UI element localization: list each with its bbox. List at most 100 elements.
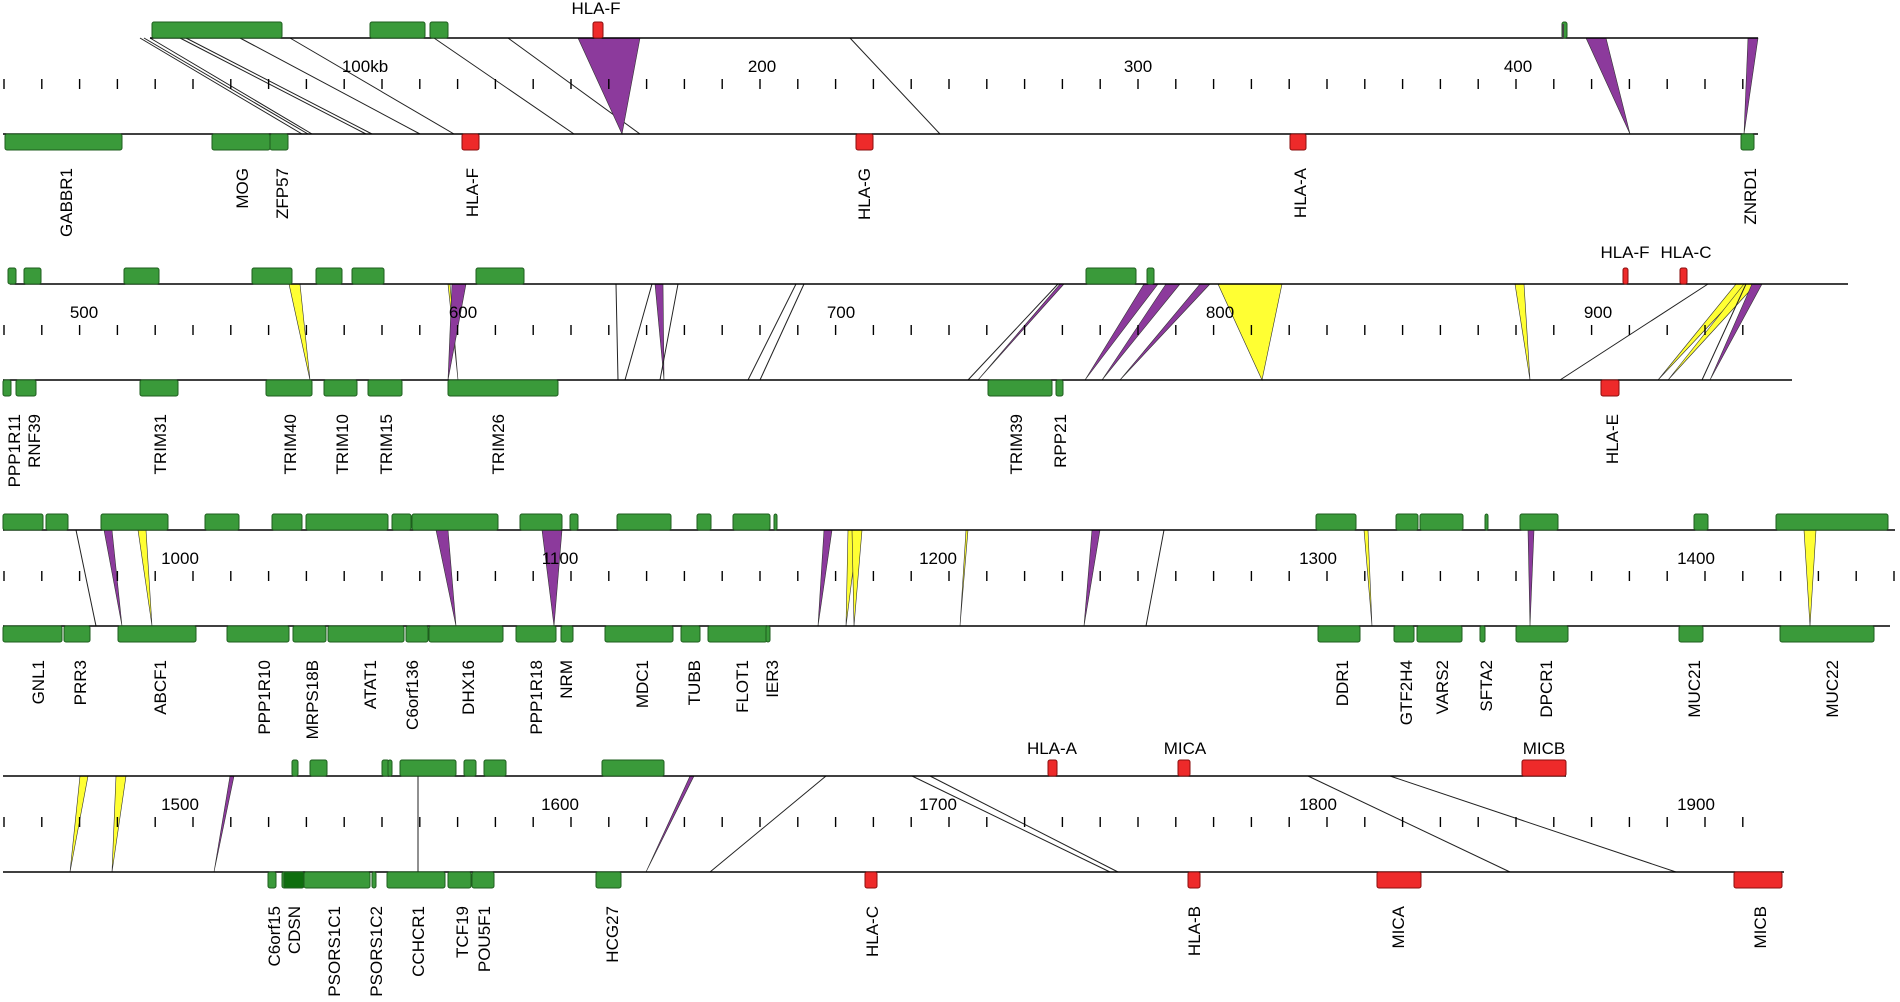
- top-gene-label: HLA-C: [1660, 243, 1711, 262]
- bottom-gene-block: [707, 625, 768, 643]
- bottom-gene-label: GTF2H4: [1397, 660, 1416, 725]
- bottom-gene-block: [428, 625, 504, 643]
- top-gene-block: [45, 513, 69, 531]
- yellow-alignment: [959, 529, 969, 627]
- top-gene-block: [696, 513, 712, 531]
- bottom-gene-block: [15, 379, 37, 397]
- bottom-gene-label: GABBR1: [57, 168, 76, 237]
- bottom-hla-block: [864, 871, 878, 889]
- bottom-gene-label: ABCF1: [151, 660, 170, 715]
- bottom-gene-label: HLA-E: [1603, 414, 1622, 464]
- bottom-gene-label: DHX16: [459, 660, 478, 715]
- bottom-gene-block: [265, 379, 313, 397]
- bottom-gene-label: SFTA2: [1477, 660, 1496, 712]
- ruler-tick-label: 1100: [542, 549, 579, 568]
- top-gene-block: [351, 267, 385, 285]
- alignment-link: [659, 283, 679, 381]
- ruler-tick-label: 1500: [161, 795, 199, 814]
- bottom-gene-label: RPP21: [1051, 414, 1070, 468]
- top-gene-block: [616, 513, 672, 531]
- bottom-gene-block: [117, 625, 197, 643]
- bottom-gene-label: MRPS18B: [303, 660, 322, 739]
- bottom-gene-block: [303, 871, 371, 889]
- top-gene-block: [773, 513, 778, 531]
- top-gene-block: [463, 759, 477, 777]
- yellow-alignment: [1514, 283, 1531, 381]
- bottom-gene-block: [323, 379, 358, 397]
- ruler-tick-label: 1800: [1299, 795, 1337, 814]
- bottom-gene-block: [1055, 379, 1064, 397]
- top-gene-block: [387, 759, 393, 777]
- bottom-gene-block: [515, 625, 557, 643]
- top-gene-block: [271, 513, 303, 531]
- top-gene-block: [315, 267, 343, 285]
- bottom-gene-block: [2, 379, 12, 397]
- bottom-gene-block: [269, 133, 289, 151]
- bottom-gene-label: GNL1: [29, 660, 48, 704]
- ruler-tick-label: 200: [748, 57, 776, 76]
- top-gene-block: [291, 759, 299, 777]
- bottom-gene-block: [211, 133, 271, 151]
- inverted-alignment: [1527, 529, 1535, 627]
- bottom-gene-block: [1479, 625, 1486, 643]
- alignment-link: [433, 37, 575, 135]
- top-gene-block: [601, 759, 665, 777]
- inverted-alignment: [1084, 283, 1159, 381]
- bottom-gene-label: MDC1: [633, 660, 652, 708]
- bottom-hla-block: [1376, 871, 1422, 889]
- inverted-alignment: [103, 529, 123, 627]
- bottom-gene-block: [386, 871, 446, 889]
- top-gene-block: [1315, 513, 1357, 531]
- bottom-gene-label: MOG: [233, 168, 252, 209]
- alignment-link: [143, 37, 309, 135]
- top-gene-block: [411, 513, 499, 531]
- ruler-tick-label: 1300: [1299, 549, 1337, 568]
- bottom-gene-label: HCG27: [603, 906, 622, 963]
- ruler-tick-label: 500: [70, 303, 98, 322]
- top-gene-block: [732, 513, 771, 531]
- top-gene-label: HLA-A: [1027, 739, 1078, 758]
- bottom-gene-block: [327, 625, 405, 643]
- bottom-gene-label: PPP1R10: [255, 660, 274, 735]
- top-hla-block: [1521, 759, 1567, 777]
- bottom-gene-block: [471, 871, 495, 889]
- bottom-gene-label: ZNRD1: [1741, 168, 1760, 225]
- top-gene-block: [151, 21, 283, 39]
- top-gene-label: HLA-F: [571, 0, 620, 18]
- alignment-link: [179, 37, 367, 135]
- top-gene-block: [1146, 267, 1155, 285]
- bottom-gene-block: [604, 625, 674, 643]
- bottom-gene-label: FLOT1: [733, 660, 752, 713]
- alignment-link: [967, 283, 1059, 381]
- ruler-tick-label: 1200: [919, 549, 957, 568]
- bottom-gene-label: PPP1R18: [527, 660, 546, 735]
- bottom-gene-block: [1393, 625, 1415, 643]
- bottom-gene-block: [765, 625, 771, 643]
- bottom-gene-label: ZFP57: [273, 168, 292, 219]
- bottom-gene-block: [987, 379, 1053, 397]
- top-gene-block: [251, 267, 293, 285]
- bottom-gene-label: MICA: [1389, 905, 1408, 948]
- ruler-tick-label: 100kb: [342, 57, 388, 76]
- top-gene-label: HLA-F: [1600, 243, 1649, 262]
- alignment-link: [747, 283, 797, 381]
- ruler-tick-label: 600: [449, 303, 477, 322]
- top-gene-block: [475, 267, 525, 285]
- top-hla-block: [592, 21, 604, 39]
- ruler-tick-label: 300: [1124, 57, 1152, 76]
- alignment-link: [849, 37, 941, 135]
- alignment-link: [1307, 775, 1511, 873]
- bottom-gene-block: [405, 625, 429, 643]
- yellow-alignment: [1803, 529, 1817, 627]
- bottom-gene-block: [226, 625, 290, 643]
- top-hla-block: [1177, 759, 1191, 777]
- bottom-gene-label: DPCR1: [1537, 660, 1556, 718]
- inverted-alignment: [1743, 37, 1759, 135]
- ruler-tick-label: 1700: [919, 795, 957, 814]
- alignment-link: [615, 283, 619, 381]
- yellow-alignment: [1217, 283, 1283, 381]
- ruler-tick-label: 1000: [161, 549, 199, 568]
- alignment-link: [239, 37, 421, 135]
- bottom-gene-block: [371, 871, 377, 889]
